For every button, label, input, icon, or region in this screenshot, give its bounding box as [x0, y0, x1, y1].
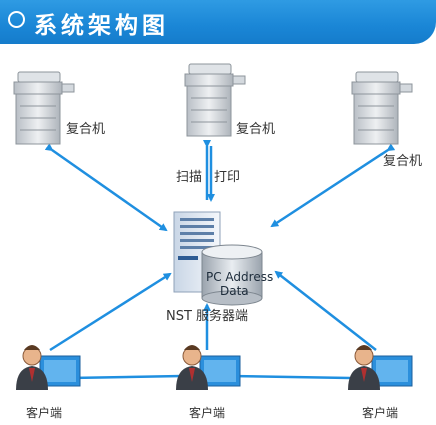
database-label-line2: Data	[220, 284, 249, 298]
mfp-center-icon	[184, 63, 246, 137]
line-client-center-right	[229, 374, 351, 380]
arrow-mfp-right-server	[270, 143, 396, 228]
client-right-icon	[348, 345, 413, 390]
client-left-label: 客户端	[26, 406, 63, 420]
scan-label: 扫描	[176, 170, 203, 185]
mfp-left-icon	[13, 71, 75, 145]
client-left-icon	[16, 345, 81, 390]
title-banner: 系统架构图	[0, 0, 436, 44]
print-label: 打印	[214, 170, 241, 185]
server-label: NST 服务器端	[166, 309, 249, 324]
arrow-mfp-left-server	[44, 143, 168, 232]
mfp-right-label: 复合机	[383, 154, 423, 169]
client-center-icon	[176, 345, 241, 390]
database-icon	[201, 244, 263, 306]
arrow-client-right-server	[274, 270, 377, 351]
mfp-center-label: 复合机	[236, 122, 276, 137]
database-label-line1: PC Address	[206, 270, 274, 284]
line-client-left-center	[69, 374, 183, 380]
connectors	[44, 140, 396, 380]
arrow-client-left-server	[49, 272, 172, 352]
mfp-left-label: 复合机	[66, 122, 106, 137]
client-center-label: 客户端	[189, 406, 226, 420]
mfp-right-icon	[351, 71, 413, 145]
page-title: 系统架构图	[34, 13, 169, 39]
circle-bullet-icon	[8, 11, 25, 28]
client-right-label: 客户端	[362, 406, 399, 420]
